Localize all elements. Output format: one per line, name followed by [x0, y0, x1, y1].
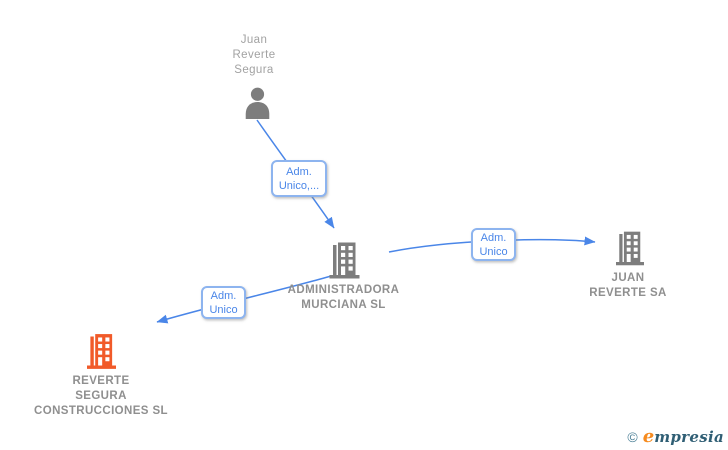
edge-label-line: Unico [209, 303, 238, 316]
edge-label-line: Unico,... [278, 179, 320, 192]
company-node-label-reverte-segura[interactable]: REVERTE SEGURA CONSTRUCCIONES SL [11, 374, 191, 419]
company-node-label-administradora[interactable]: ADMINISTRADORA MURCIANA SL [271, 283, 416, 313]
copyright-symbol: © [627, 429, 638, 445]
company-name-line: ADMINISTRADORA [287, 284, 400, 296]
edge-label-adm-unico-person[interactable]: Adm. Unico,... [271, 160, 327, 197]
company-name-line: MURCIANA SL [301, 299, 386, 311]
company-name-line: CONSTRUCCIONES SL [34, 405, 168, 417]
company-name-line: REVERTE SA [589, 287, 667, 299]
company-name-line: JUAN [611, 272, 645, 284]
company-icon-administradora[interactable] [329, 241, 360, 279]
edge-administradora-to-reverte-segura [156, 275, 332, 324]
edge-label-adm-unico-right[interactable]: Adm. Unico [471, 228, 516, 261]
company-icon-reverte-segura[interactable] [87, 332, 116, 370]
person-name-line: Segura [234, 64, 274, 76]
empresia-logo[interactable]: © empresia [627, 426, 724, 447]
brand-first-letter: e [642, 426, 655, 447]
edge-label-line: Unico [479, 245, 508, 258]
brand-rest: mpresia [654, 428, 724, 446]
company-name-line: REVERTE [72, 375, 130, 387]
edge-label-line: Adm. [286, 165, 312, 178]
person-node-label[interactable]: Juan Reverte Segura [194, 33, 314, 78]
company-node-label-juan-reverte-sa[interactable]: JUAN REVERTE SA [557, 271, 699, 301]
person-name-line: Reverte [232, 49, 276, 61]
edge-label-adm-unico-left[interactable]: Adm. Unico [201, 286, 246, 319]
person-name-line: Juan [240, 34, 268, 46]
company-name-line: SEGURA [75, 390, 127, 402]
edge-label-line: Adm. [480, 231, 507, 244]
person-icon[interactable] [243, 86, 272, 119]
edge-label-line: Adm. [210, 289, 237, 302]
company-icon-juan-reverte-sa[interactable] [616, 229, 644, 267]
